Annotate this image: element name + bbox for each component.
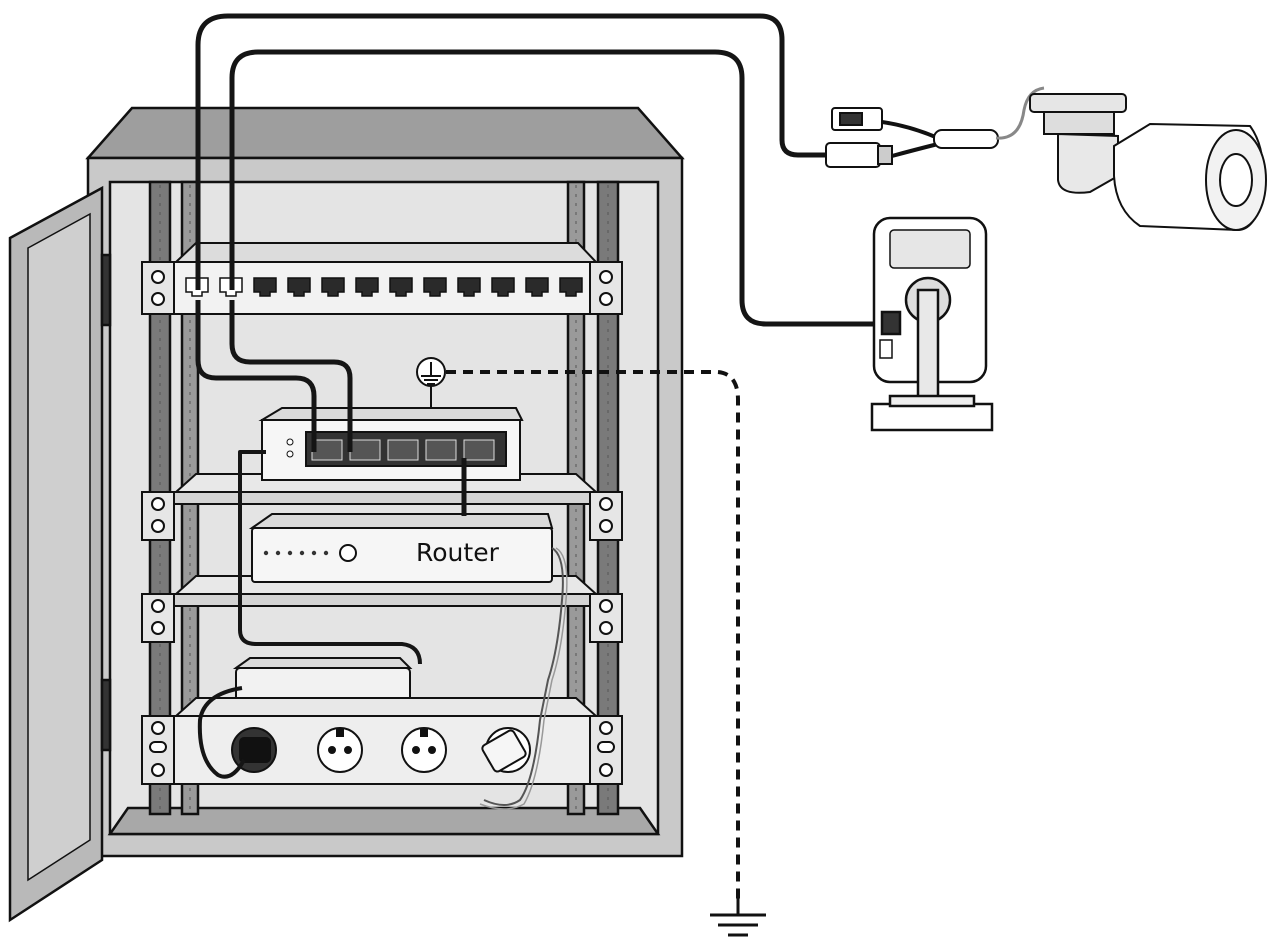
- router-button: [339, 544, 357, 562]
- ethernet-cables: [195, 13, 888, 516]
- switch-port: [349, 439, 381, 461]
- switch-port: [463, 439, 495, 461]
- switch-power-cord: [238, 450, 422, 665]
- power-plug-icon: [825, 142, 881, 168]
- poe-switch-ports: [311, 439, 495, 461]
- patch-panel-port: [355, 277, 379, 297]
- power-socket-2: [317, 727, 363, 773]
- power-adapter-icon: [481, 727, 531, 773]
- ground-symbol-icon: [416, 357, 446, 408]
- bullet-camera: [825, 86, 1267, 232]
- power-socket-3: [401, 727, 447, 773]
- patch-panel-port: [525, 277, 549, 297]
- patch-panel-port: [287, 277, 311, 297]
- patch-panel-port: [457, 277, 481, 297]
- router: [248, 513, 554, 583]
- cabinet-floor: [107, 806, 661, 836]
- cabinet-top: [85, 106, 685, 160]
- cable-to-cube-camera: [229, 49, 888, 327]
- patch-panel-port: [423, 277, 447, 297]
- patch-panel-port: [253, 277, 277, 297]
- ground-wire: [446, 370, 740, 900]
- patch-panel: [141, 242, 623, 315]
- switch-port: [425, 439, 457, 461]
- patch-panel-port: [491, 277, 515, 297]
- earth-ground-icon: [710, 895, 766, 937]
- cable-to-bullet-camera: [195, 13, 826, 290]
- patch-cord-1: [195, 300, 317, 452]
- switch-port: [387, 439, 419, 461]
- cube-camera: [870, 216, 994, 432]
- patch-panel-port: [321, 277, 345, 297]
- router-power-cord: [483, 547, 564, 806]
- adapter-power-cord: [197, 686, 246, 779]
- door-hinge-bottom: [100, 678, 112, 752]
- cabinet-door: [8, 185, 112, 923]
- patch-panel-port: [559, 277, 583, 297]
- door-hinge-top: [100, 253, 112, 327]
- router-leds: [263, 550, 329, 556]
- patch-panel-port: [389, 277, 413, 297]
- power-strip: [141, 697, 623, 785]
- power-cables: [197, 450, 422, 779]
- patch-cord-2: [229, 300, 353, 452]
- router-label: Router: [416, 538, 500, 567]
